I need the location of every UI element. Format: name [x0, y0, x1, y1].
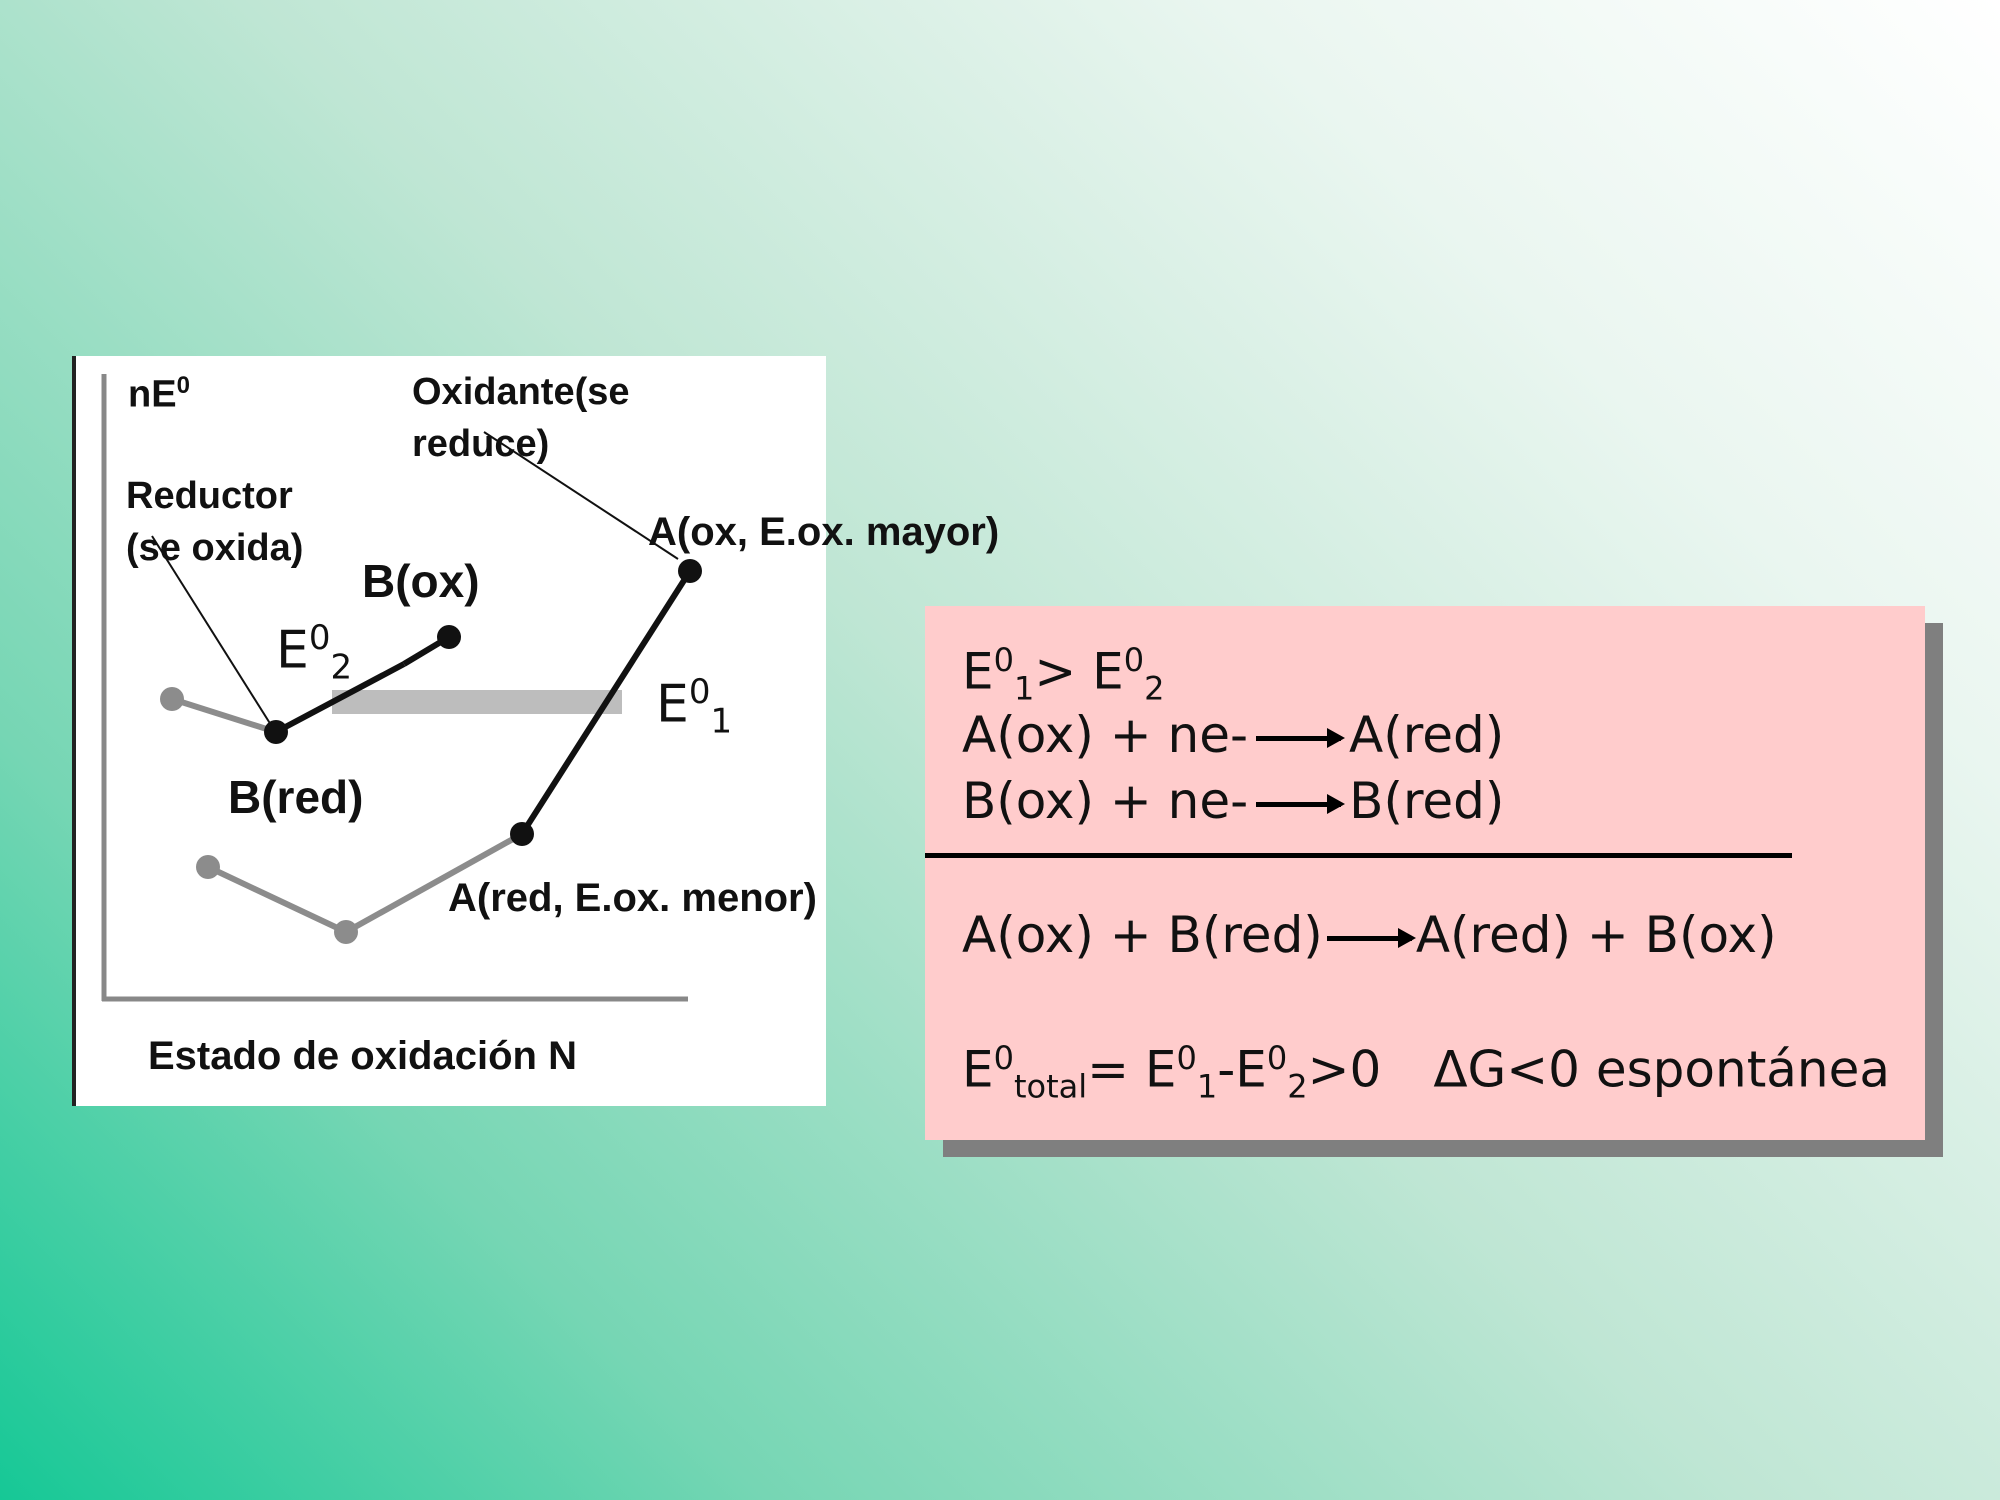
delta-g-statement: ΔG<0 espontánea [1433, 1040, 1891, 1099]
right-arrow-icon [1326, 928, 1416, 948]
point-a-gray-1 [196, 855, 220, 879]
point-a-gray-2 [334, 920, 358, 944]
condition-line: E01> E02 [962, 641, 1165, 708]
half-reaction-a: A(ox) + ne-A(red) [962, 706, 1505, 764]
b-couple-segment-1 [274, 661, 406, 735]
gap-band [332, 690, 622, 714]
a-couple-segment [519, 569, 693, 836]
oxidante-label-line-1: Oxidante(se [412, 371, 630, 413]
point-a-ox [678, 559, 702, 583]
e2-label: E02 [276, 618, 353, 688]
a-ox-label: A(ox, E.ox. mayor) [648, 510, 1000, 554]
point-a-red [510, 822, 534, 846]
point-b-gray [160, 687, 184, 711]
diagram-canvas [101, 374, 702, 1002]
overall-reaction: A(ox) + B(red)A(red) + B(ox) [962, 906, 1777, 964]
a-gray-segment-2 [344, 831, 524, 935]
b-ox-label: B(ox) [362, 555, 480, 607]
equation-box: E01> E02 A(ox) + ne-A(red) B(ox) + ne-B(… [925, 606, 1925, 1140]
reductor-label-line-1: Reductor [126, 475, 293, 517]
a-red-label: A(red, E.ox. menor) [448, 876, 817, 920]
sum-divider [925, 853, 1792, 858]
redox-diagram: nE0 Oxidante(se reduce) Reductor (se oxi… [72, 356, 999, 1106]
b-red-label: B(red) [228, 771, 364, 823]
point-b-ox [437, 625, 461, 649]
reductor-pointer [151, 535, 272, 726]
e1-label: E01 [656, 672, 733, 742]
a-gray-segment-1 [206, 864, 348, 935]
right-arrow-icon [1256, 794, 1346, 814]
reductor-label-line-2: (se oxida) [126, 527, 304, 569]
point-b-red [264, 720, 288, 744]
b-gray-segment [171, 696, 277, 735]
oxidante-pointer [483, 431, 679, 560]
x-axis-label: Estado de oxidación N [148, 1034, 577, 1078]
oxidante-label-line-2: reduce) [412, 423, 550, 465]
right-arrow-icon [1256, 728, 1346, 748]
half-reaction-b: B(ox) + ne-B(red) [962, 772, 1505, 830]
y-axis-label: nE0 [128, 372, 190, 416]
